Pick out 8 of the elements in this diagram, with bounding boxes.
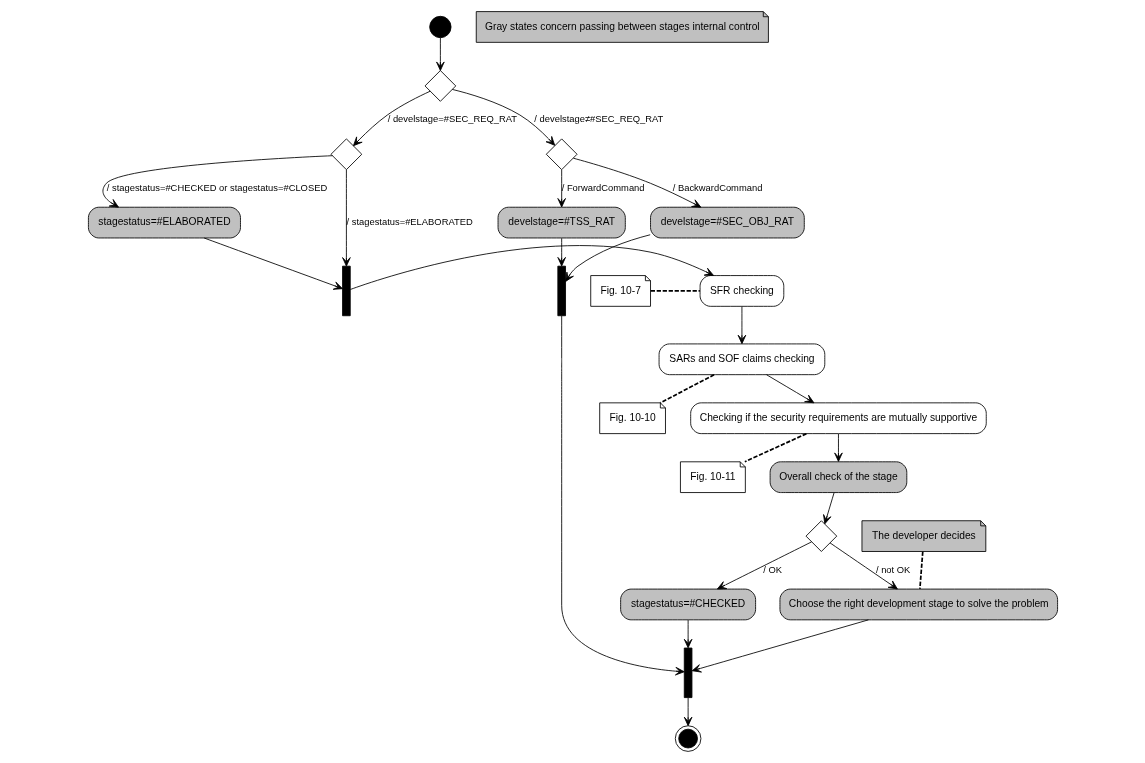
edge-label: / not OK <box>875 563 910 575</box>
edge-label: / develstage=#SEC_REQ_RAT <box>387 113 517 125</box>
edge-label: / ForwardCommand <box>561 181 645 193</box>
edge-label: / stagestatus=#ELABORATED <box>346 216 473 227</box>
edge-label: / develstage≠#SEC_REQ_RAT <box>533 113 663 125</box>
edge-label: / BackwardCommand <box>672 181 762 193</box>
edge-label: / OK <box>762 563 782 575</box>
edge-label: / stagestatus=#CHECKED or stagestatus=#CLOSED <box>106 181 327 193</box>
